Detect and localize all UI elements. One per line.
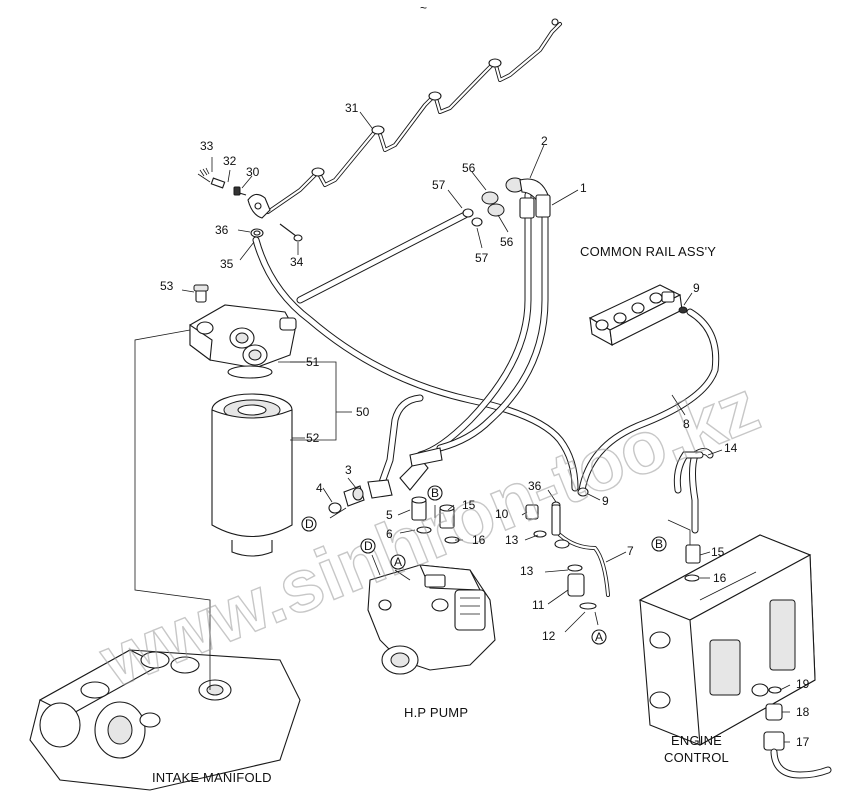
marker-D1-text: D <box>305 517 314 531</box>
marker-B2: B <box>651 536 667 552</box>
bracket-30 <box>197 167 271 219</box>
leader-lines <box>134 111 791 743</box>
callout-57a: 57 <box>432 178 446 192</box>
filter-head <box>189 284 297 379</box>
marker-A1-text: A <box>394 555 402 569</box>
pipe-filter-to-pump <box>328 394 443 514</box>
marker-D1: D <box>301 516 317 532</box>
callout-9b: 9 <box>602 494 609 508</box>
callout-12: 12 <box>542 629 556 643</box>
callout-6: 6 <box>386 527 393 541</box>
ecu-fuel-line <box>673 448 832 779</box>
fuel-filter <box>211 393 293 557</box>
callout-31: 31 <box>345 101 359 115</box>
callout-8: 8 <box>683 417 690 431</box>
callout-33: 33 <box>200 139 214 153</box>
callout-18: 18 <box>796 705 810 719</box>
callout-30: 30 <box>246 165 260 179</box>
harness-31 <box>266 18 562 214</box>
callout-19: 19 <box>796 677 810 691</box>
callout-16a: 16 <box>472 533 486 547</box>
callout-34: 34 <box>290 255 304 269</box>
callout-53: 53 <box>160 279 174 293</box>
callout-36b: 36 <box>528 479 542 493</box>
callout-2: 2 <box>541 134 548 148</box>
callout-10: 10 <box>495 507 509 521</box>
intake-manifold <box>29 649 301 791</box>
bolt-34 <box>279 223 303 242</box>
pipes-1-2 <box>416 177 551 459</box>
top-mark: ~ <box>420 1 427 15</box>
marker-A2-text: A <box>595 630 603 644</box>
hp-pump <box>367 564 496 675</box>
marker-A2: A <box>591 629 607 645</box>
callout-13b: 13 <box>520 564 534 578</box>
common-rail <box>588 284 688 347</box>
label-engine-control-1: ENGINE <box>671 733 722 748</box>
marker-D2-text: D <box>364 539 373 553</box>
marker-B1: B <box>427 485 443 501</box>
callout-15b: 15 <box>711 545 725 559</box>
callout-36a: 36 <box>215 223 229 237</box>
callout-51: 51 <box>306 355 320 369</box>
callout-9a: 9 <box>693 281 700 295</box>
label-intake-manifold: INTAKE MANIFOLD <box>152 770 272 785</box>
callout-56a: 56 <box>462 161 476 175</box>
callout-13a: 13 <box>505 533 519 547</box>
label-common-rail: COMMON RAIL ASS'Y <box>580 244 716 259</box>
callout-56b: 56 <box>500 235 514 249</box>
callout-32: 32 <box>223 154 237 168</box>
callout-14: 14 <box>724 441 738 455</box>
callout-15a: 15 <box>462 498 476 512</box>
callout-50: 50 <box>356 405 370 419</box>
callout-3: 3 <box>345 463 352 477</box>
hose-35 <box>252 236 579 492</box>
hose-8 <box>578 308 720 494</box>
callout-17: 17 <box>796 735 810 749</box>
callout-57b: 57 <box>475 251 489 265</box>
callout-11: 11 <box>532 598 545 612</box>
marker-B1-text: B <box>431 486 439 500</box>
marker-D2: D <box>360 538 376 554</box>
label-engine-control-2: CONTROL <box>664 750 729 765</box>
return-fittings <box>525 487 610 610</box>
callout-7: 7 <box>627 544 634 558</box>
engine-control-unit <box>638 534 816 746</box>
pump-fittings <box>411 496 460 544</box>
marker-B2-text: B <box>655 537 663 551</box>
ring-36 <box>250 228 264 238</box>
callout-52: 52 <box>306 431 320 445</box>
callout-1: 1 <box>580 181 587 195</box>
callout-4: 4 <box>316 481 323 495</box>
callout-5: 5 <box>386 508 393 522</box>
callout-16b: 16 <box>713 571 727 585</box>
label-hp-pump: H.P PUMP <box>404 705 468 720</box>
callout-35: 35 <box>220 257 234 271</box>
fuel-line-upper <box>296 211 469 304</box>
marker-A1: A <box>390 554 406 570</box>
